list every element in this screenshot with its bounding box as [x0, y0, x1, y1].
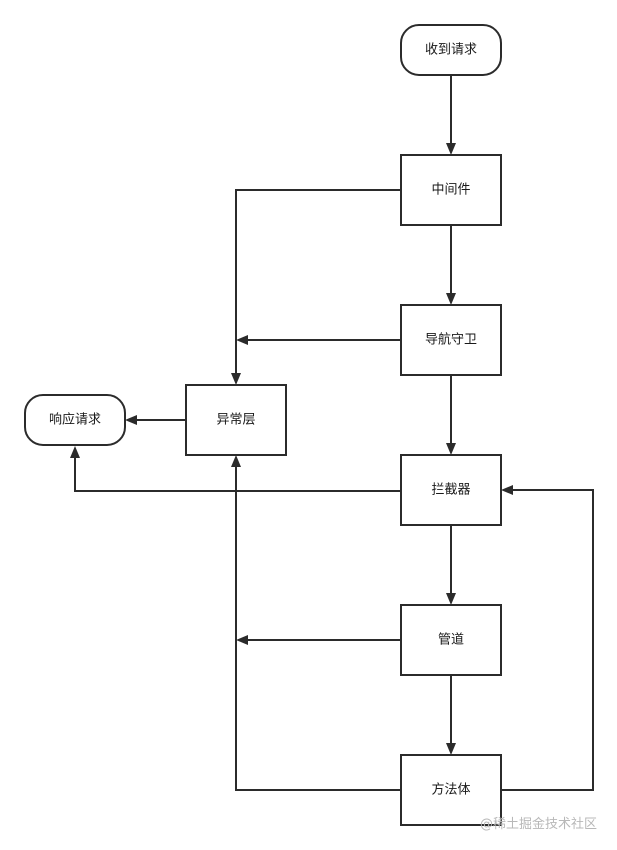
edge-method-to-exception [235, 464, 401, 791]
node-middleware-label: 中间件 [431, 183, 470, 198]
arrowhead [446, 593, 456, 605]
edge-middleware-to-exception [235, 189, 401, 376]
arrowhead [446, 743, 456, 755]
watermark: @稀土掘金技术社区 [479, 817, 597, 832]
arrowhead [446, 143, 456, 155]
node-respond: 响应请求 [24, 394, 126, 446]
arrowhead [125, 415, 137, 425]
node-receive: 收到请求 [400, 24, 502, 76]
node-pipe: 管道 [400, 604, 502, 676]
arrowhead [231, 455, 241, 467]
arrowhead [236, 635, 248, 645]
node-interceptor: 拦截器 [400, 454, 502, 526]
node-receive-label: 收到请求 [425, 43, 477, 58]
node-method-label: 方法体 [431, 782, 470, 798]
node-middleware: 中间件 [400, 154, 502, 226]
node-respond-label: 响应请求 [49, 412, 101, 428]
edge-method-to-interceptor [501, 489, 594, 791]
node-method: 方法体 [400, 754, 502, 826]
node-guard: 导航守卫 [400, 304, 502, 376]
edge-interceptor-to-respond [74, 455, 401, 492]
arrowhead [70, 446, 80, 458]
node-pipe-label: 管道 [438, 633, 464, 648]
arrowhead [231, 373, 241, 385]
node-interceptor-label: 拦截器 [431, 483, 470, 498]
node-guard-label: 导航守卫 [425, 332, 477, 348]
arrowhead [501, 485, 513, 495]
arrowhead [446, 443, 456, 455]
node-exception-label: 异常层 [216, 413, 255, 428]
arrowhead [446, 293, 456, 305]
node-exception: 异常层 [185, 384, 287, 456]
arrowhead [236, 335, 248, 345]
edges [70, 75, 594, 791]
